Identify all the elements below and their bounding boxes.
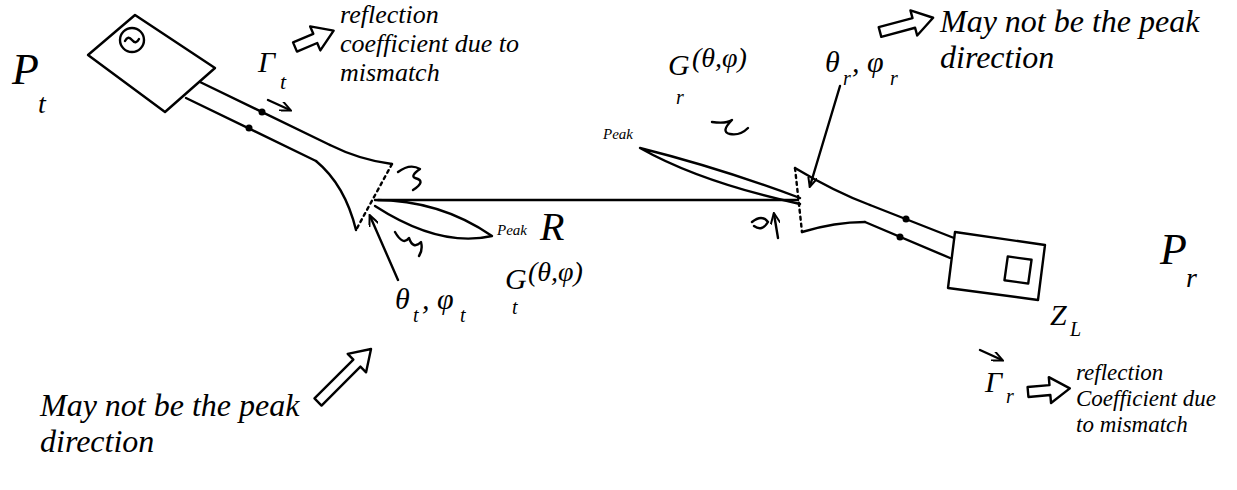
subscript: r (843, 67, 851, 89)
symbol: Γ (985, 365, 1002, 399)
range-line (378, 199, 798, 201)
hollow-arrow (309, 340, 380, 411)
distance-label: R (540, 205, 564, 250)
note-text: May not be the peak direction (940, 4, 1230, 76)
source-symbol (125, 38, 139, 43)
leader-arrow (370, 216, 398, 280)
transmission-line (865, 222, 950, 258)
terminal-dot (259, 109, 266, 116)
direction-arrow (774, 214, 778, 238)
symbol: G (505, 262, 527, 296)
side-lobe (398, 167, 421, 190)
transmitter-box (88, 15, 215, 112)
horn-aperture (356, 164, 392, 230)
horn-antenna (795, 168, 870, 205)
side-lobe (752, 218, 768, 228)
symbol: θ (395, 282, 410, 316)
horn-antenna (330, 145, 392, 164)
symbol: , φ (422, 282, 454, 316)
subscript: r (676, 86, 684, 108)
side-lobe (395, 232, 422, 256)
transmission-line (870, 205, 954, 238)
symbol: (θ,φ) (692, 42, 747, 73)
leader-arrow (810, 86, 840, 186)
hollow-arrow (1027, 375, 1071, 405)
hollow-arrow (290, 19, 339, 59)
main-lobe (640, 148, 800, 204)
symbol: , φ (852, 45, 884, 79)
subscript: t (280, 70, 286, 95)
terminal-dot (246, 125, 253, 132)
subscript: r (1186, 262, 1197, 293)
subscript: r (890, 67, 898, 89)
symbol: θ (825, 45, 840, 79)
symbol: P (1160, 225, 1187, 274)
symbol: P (12, 45, 39, 94)
peak-label: Peak (497, 222, 527, 239)
symbol: (θ,φ) (528, 256, 583, 287)
note-text: reflection Coefficient due to mismatch (1076, 360, 1232, 437)
horn-antenna (316, 161, 356, 230)
side-lobe (712, 120, 748, 134)
symbol: G (668, 48, 690, 82)
peak-label: Peak (603, 126, 633, 143)
subscript: t (413, 304, 419, 326)
subscript: r (1006, 385, 1014, 407)
load-impedance (1004, 256, 1031, 283)
horn-antenna (802, 222, 865, 232)
horn-aperture (795, 168, 802, 232)
subscript: L (1070, 318, 1081, 340)
note-text: May not be the peak direction (40, 388, 330, 460)
terminal-dot (903, 216, 910, 223)
subscript: t (512, 296, 518, 318)
transmission-line (186, 98, 316, 161)
symbol: Γ (258, 45, 275, 79)
subscript: t (460, 304, 466, 326)
wave-arrow (268, 100, 290, 110)
receiver-box (948, 232, 1045, 300)
symbol: Z (1050, 298, 1067, 332)
wave-arrow (980, 350, 1002, 360)
note-text: reflection coefficient due to mismatch (340, 0, 535, 87)
source-symbol (120, 28, 144, 52)
main-lobe (375, 200, 492, 239)
hollow-arrow (877, 5, 937, 44)
terminal-dot (897, 234, 904, 241)
subscript: t (38, 88, 46, 119)
